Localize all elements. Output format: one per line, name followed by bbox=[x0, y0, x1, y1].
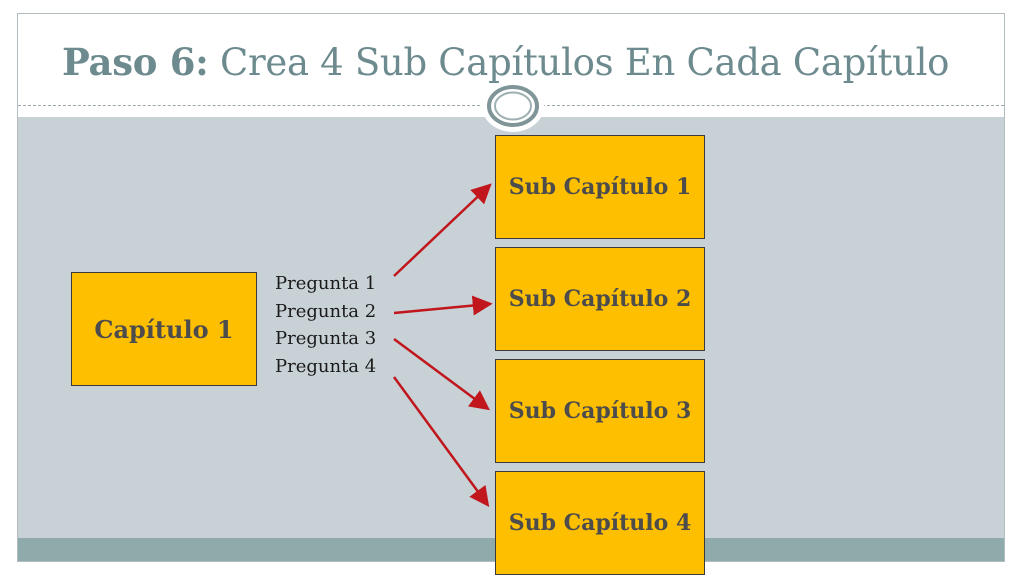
sub-chapter-box-1: Sub Capítulo 1 bbox=[495, 135, 705, 239]
question-item: Pregunta 1 bbox=[275, 273, 377, 294]
ring-ornament-icon bbox=[482, 80, 544, 132]
chapter-label: Capítulo 1 bbox=[94, 314, 234, 344]
chapter-box: Capítulo 1 bbox=[71, 272, 257, 386]
sub-chapter-box-2: Sub Capítulo 2 bbox=[495, 247, 705, 351]
arrow-1 bbox=[393, 183, 492, 277]
arrow-4 bbox=[392, 376, 490, 508]
sub-chapter-box-4: Sub Capítulo 4 bbox=[495, 471, 705, 575]
arrow-3 bbox=[393, 337, 491, 411]
sub-chapter-label: Sub Capítulo 1 bbox=[508, 174, 692, 200]
title-text: Crea 4 Sub Capítulos En Cada Capítulo bbox=[208, 41, 950, 84]
sub-chapter-label: Sub Capítulo 4 bbox=[508, 510, 692, 536]
sub-chapter-box-3: Sub Capítulo 3 bbox=[495, 359, 705, 463]
question-item: Pregunta 3 bbox=[275, 328, 377, 349]
title-step: Paso 6: bbox=[62, 40, 209, 84]
sub-chapter-label: Sub Capítulo 3 bbox=[508, 398, 692, 424]
question-item: Pregunta 2 bbox=[275, 300, 377, 322]
sub-chapter-label: Sub Capítulo 2 bbox=[508, 286, 692, 312]
question-item: Pregunta 4 bbox=[275, 355, 377, 377]
arrow-2 bbox=[393, 295, 493, 316]
question-list: Pregunta 1 Pregunta 2 Pregunta 3 Pregunt… bbox=[275, 270, 376, 380]
slide-title: Paso 6: Crea 4 Sub Capítulos En Cada Cap… bbox=[62, 40, 949, 84]
